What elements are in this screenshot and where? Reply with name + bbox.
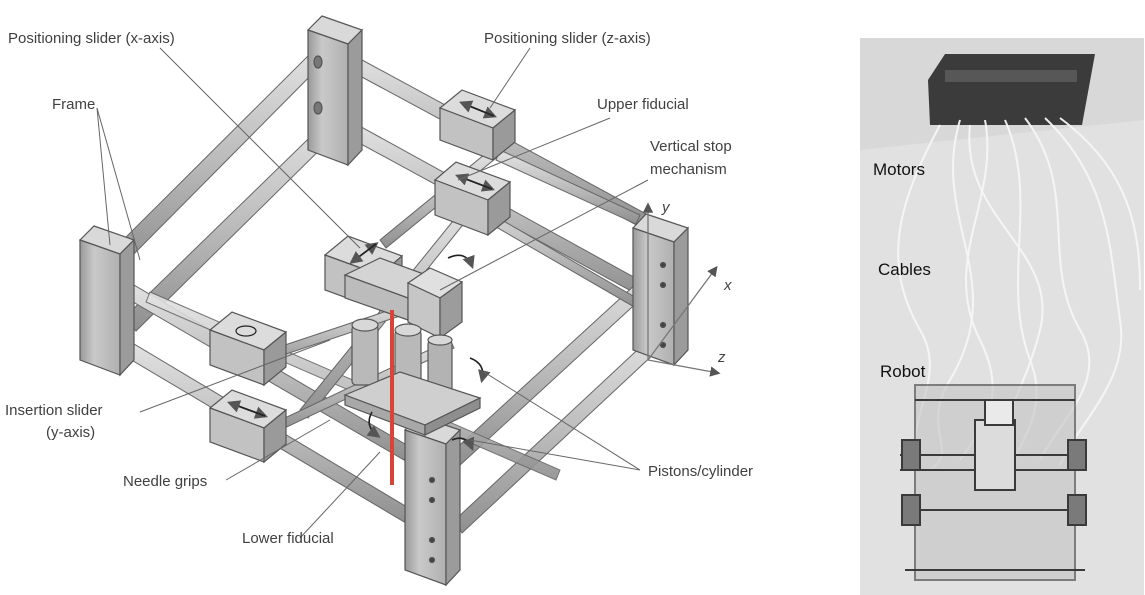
insertion-slider-block	[208, 311, 288, 387]
label-lower-fiducial: Lower fiducial	[242, 530, 334, 547]
axis-y-label: y	[661, 199, 671, 216]
label-frame: Frame	[52, 96, 96, 113]
label-upper-fiducial: Upper fiducial	[597, 96, 689, 113]
positioning-slider-z-lower-block	[433, 161, 512, 237]
label-insertion-slider-line1: Insertion slider	[5, 402, 103, 419]
label-positioning-slider-z: Positioning slider (z-axis)	[484, 30, 651, 47]
robot-photo	[860, 38, 1144, 595]
rotation-arrow	[366, 411, 381, 438]
label-positioning-slider-x: Positioning slider (x-axis)	[8, 30, 175, 47]
axis-indicator	[642, 202, 721, 377]
frame-post-front	[403, 415, 462, 587]
needle-grip-block	[208, 389, 288, 464]
axis-z-label: z	[717, 349, 726, 366]
leader-lines	[96, 47, 649, 539]
frame-post-left	[78, 225, 136, 377]
piston-cylinder	[351, 324, 379, 386]
frame-post-right	[631, 213, 690, 367]
motor-box	[928, 54, 1095, 125]
axis-x-label: x	[723, 277, 732, 294]
positioning-slider-z-block	[438, 89, 517, 162]
rotation-arrow	[451, 436, 475, 451]
label-insertion-slider-line2: (y-axis)	[46, 424, 96, 441]
robot-in-photo	[900, 384, 1087, 581]
rotation-arrow	[447, 254, 475, 269]
label-vertical-stop-line2: mechanism	[650, 161, 727, 178]
label-robot: Robot	[880, 362, 926, 381]
label-needle-grips: Needle grips	[123, 473, 208, 490]
label-vertical-stop-line1: Vertical stop	[650, 138, 732, 155]
frame-post-back	[306, 15, 364, 167]
label-motors: Motors	[873, 160, 925, 179]
rotation-arrow	[469, 357, 491, 384]
central-mechanism	[343, 254, 491, 451]
label-pistons-cylinder: Pistons/cylinder	[648, 463, 754, 480]
label-cables: Cables	[878, 260, 931, 279]
